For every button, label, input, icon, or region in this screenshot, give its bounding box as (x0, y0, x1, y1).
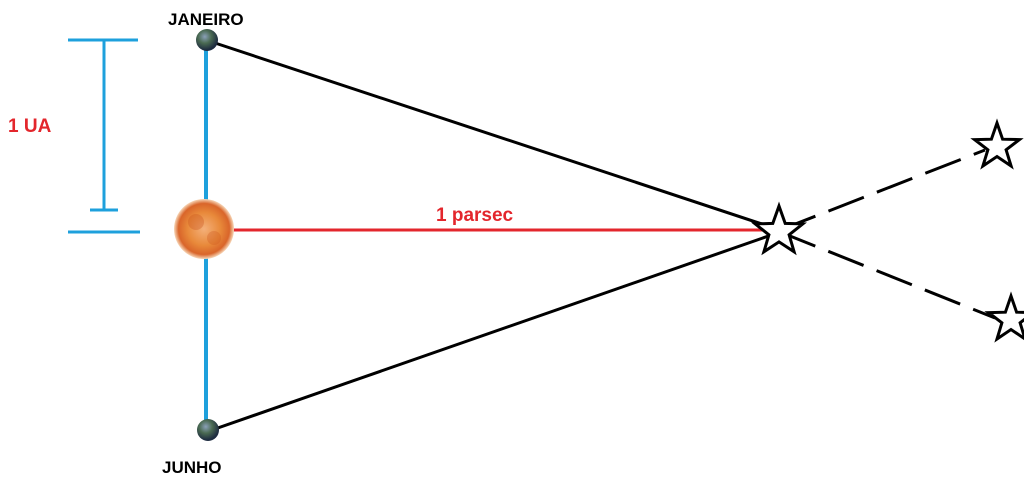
extension-line-to-upper-star (779, 148, 986, 232)
label-au: 1 UA (8, 116, 52, 137)
earth-january-icon (196, 29, 218, 51)
earth-june-icon (197, 419, 219, 441)
label-january: JANEIRO (168, 10, 244, 29)
background-star-upper-icon (970, 118, 1024, 170)
sight-line-june (211, 230, 781, 432)
sun-texture (207, 231, 221, 245)
label-parsec: 1 parsec (436, 205, 514, 226)
label-june: JUNHO (162, 458, 222, 477)
extension-line-to-lower-star (779, 230, 996, 320)
near-star-icon (751, 201, 807, 256)
sun-icon (174, 199, 234, 259)
sight-line-january (211, 40, 781, 232)
background-star-lower-icon (984, 291, 1024, 343)
sun-texture (188, 214, 204, 230)
